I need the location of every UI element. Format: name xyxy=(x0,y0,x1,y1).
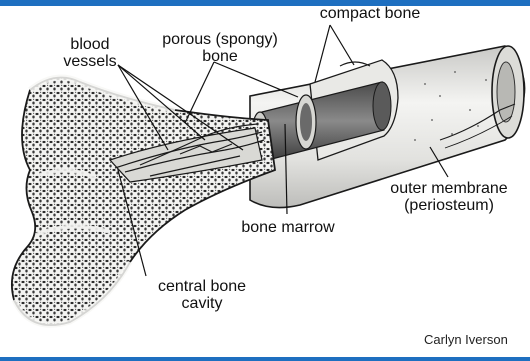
label-porous-bone: porous (spongy) bone xyxy=(140,31,300,65)
leader-compact-bone-2 xyxy=(330,25,354,65)
label-outer-membrane: outer membrane (periosteum) xyxy=(368,180,530,214)
leader-porous-bone-2 xyxy=(214,62,298,97)
label-central-bone-cavity: central bone cavity xyxy=(137,278,267,312)
label-blood-vessels: blood vessels xyxy=(35,36,145,70)
bottom-accent-bar xyxy=(0,357,530,361)
leader-compact-bone-1 xyxy=(315,25,330,82)
label-bone-marrow: bone marrow xyxy=(218,219,358,236)
label-compact-bone: compact bone xyxy=(290,5,450,22)
credit-text: Carlyn Iverson xyxy=(424,332,508,347)
